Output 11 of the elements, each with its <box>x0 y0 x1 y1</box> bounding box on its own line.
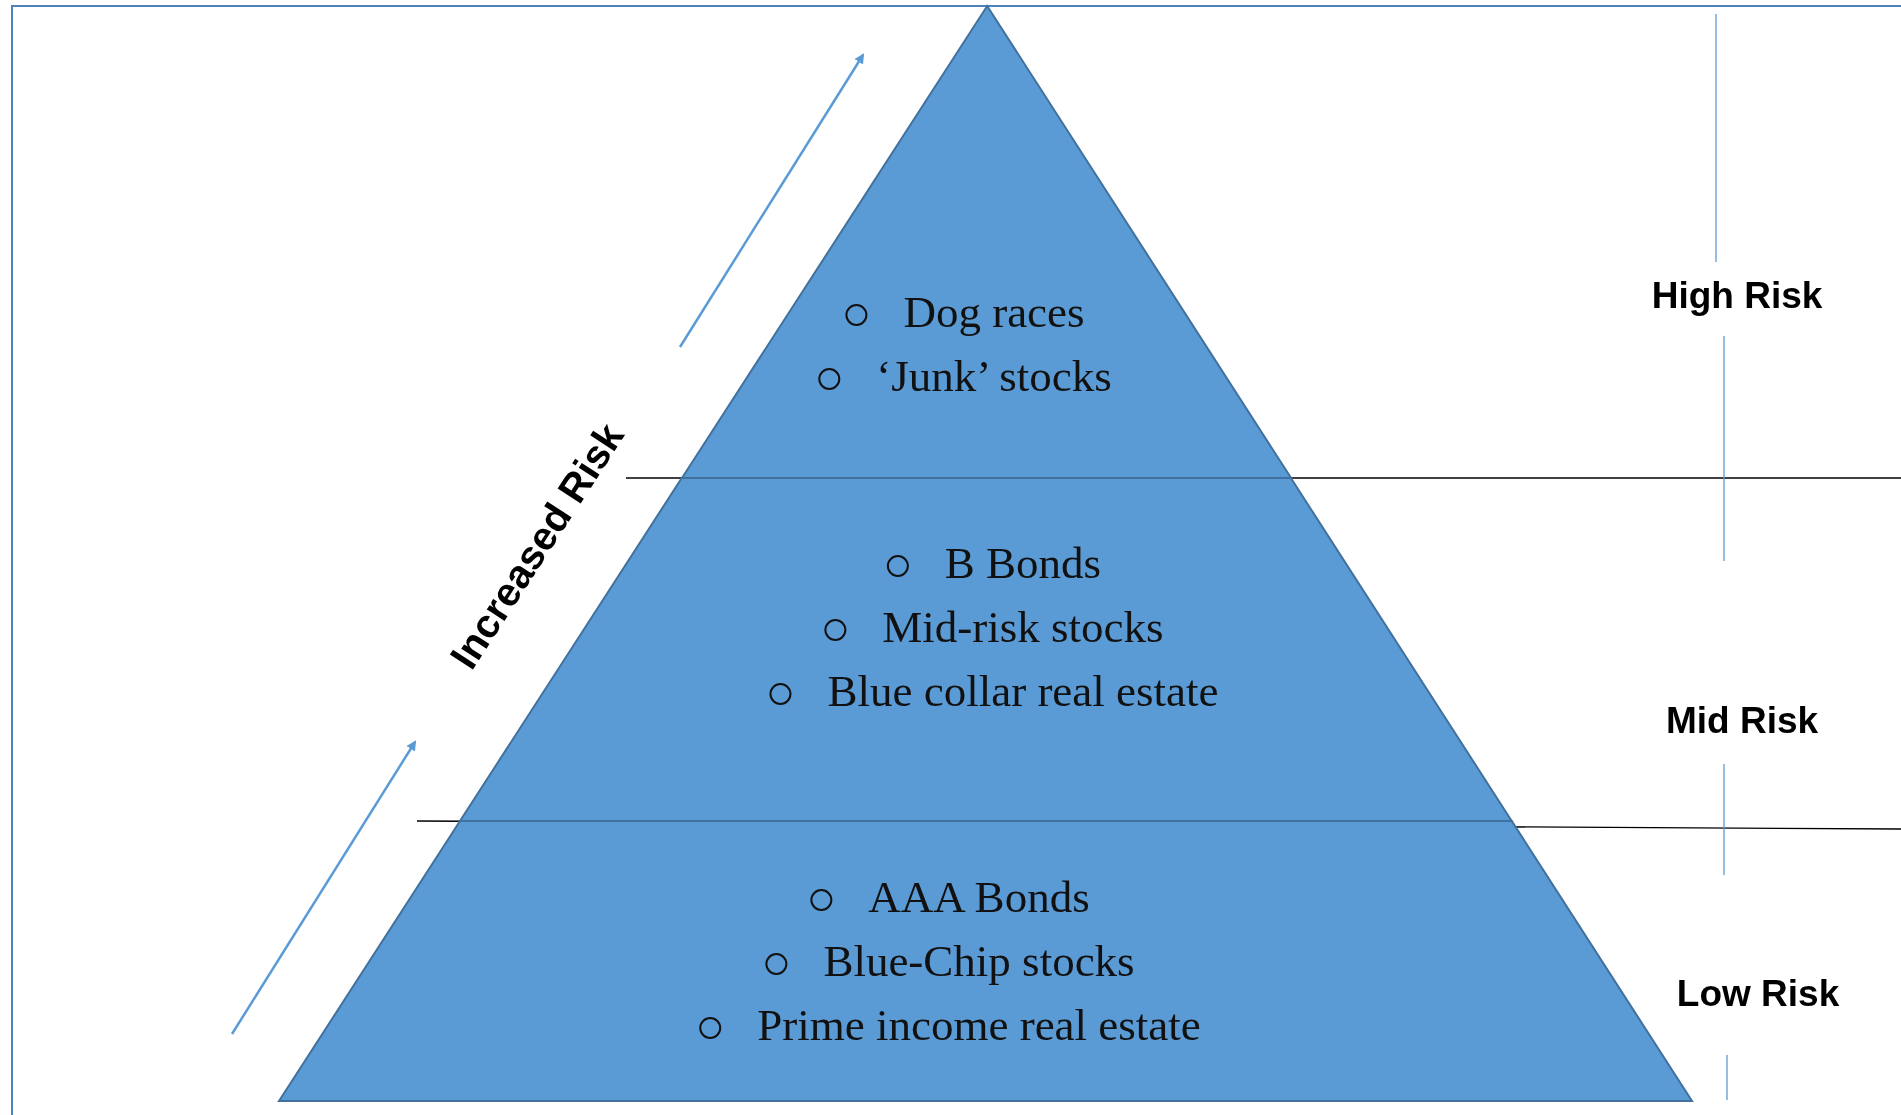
bullet-item: Blue collar real estate <box>769 669 1219 714</box>
bullet-item: Mid-risk stocks <box>824 605 1164 650</box>
risk-level-label: High Risk <box>1651 275 1823 317</box>
bullet-item: Dog races <box>845 290 1085 335</box>
bullet-item: B Bonds <box>886 541 1102 586</box>
bullet-item: Prime income real estate <box>699 1003 1201 1048</box>
bullet-item: Blue-Chip stocks <box>765 939 1135 984</box>
risk-level-label: Low Risk <box>1676 973 1840 1015</box>
bullet-item: AAA Bonds <box>810 875 1090 920</box>
risk-level-label: Mid Risk <box>1665 700 1819 742</box>
bullet-item: ‘Junk’ stocks <box>818 354 1112 399</box>
